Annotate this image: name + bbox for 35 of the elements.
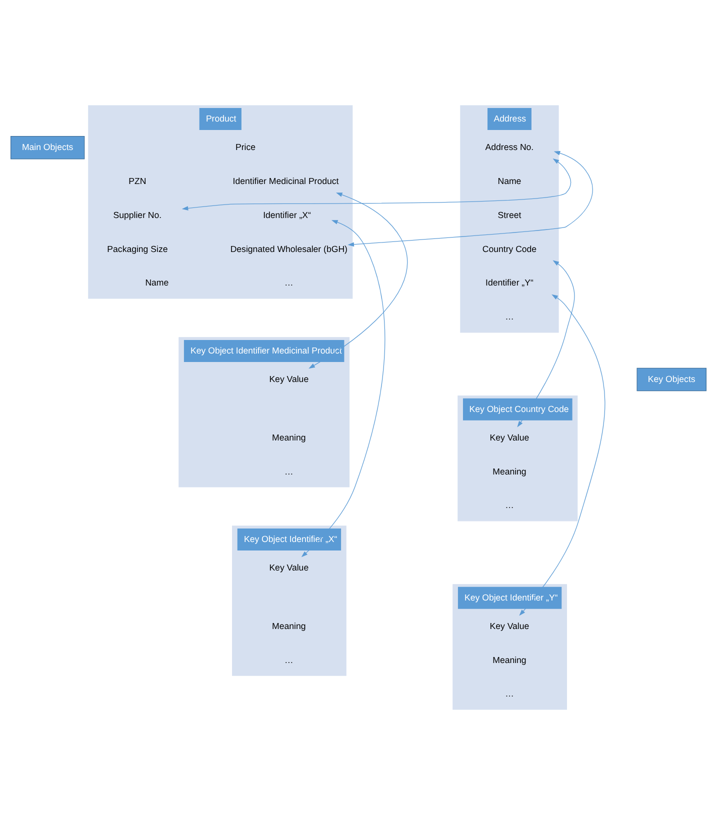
node-text: …: [284, 278, 294, 288]
node-text: Key Value: [490, 432, 530, 442]
node-text: Price: [236, 142, 256, 152]
arrow: [182, 158, 572, 211]
node-text: Meaning: [492, 654, 526, 665]
arrow: [519, 294, 606, 616]
arrow: [308, 192, 408, 369]
arrow: [301, 220, 385, 558]
node-text: Packaging Size: [107, 244, 168, 254]
arrow: [517, 260, 575, 428]
node-text: Identifier Medicinal Product: [232, 176, 339, 186]
node-text: …: [505, 688, 514, 699]
node-text: Meaning: [272, 620, 306, 631]
node-box: Key Objects: [636, 368, 706, 392]
node-text: Identifier „X“: [263, 210, 311, 220]
node-text: …: [284, 466, 294, 476]
node-text: Name: [145, 278, 169, 288]
node-text: PZN: [128, 176, 146, 186]
node-text: Country Code: [482, 244, 537, 254]
node-text: …: [284, 654, 294, 665]
node-text: Name: [498, 176, 522, 186]
node-text: Meaning: [272, 432, 306, 442]
node-text: Address No.: [485, 142, 534, 152]
node-text: Identifier „Y“: [486, 278, 534, 288]
node-text: Meaning: [492, 466, 526, 476]
node-box: Main Objects: [10, 136, 85, 160]
node-text: Designated Wholesaler (bGH): [230, 244, 348, 254]
node-text: Key Value: [269, 562, 309, 572]
node-text: Key Value: [269, 374, 309, 384]
node-text: …: [505, 500, 514, 510]
node-text: Supplier No.: [113, 210, 162, 220]
node-text: Street: [498, 210, 522, 220]
node-text: …: [505, 312, 514, 322]
arrow: [348, 151, 593, 247]
node-text: Key Value: [490, 620, 530, 631]
